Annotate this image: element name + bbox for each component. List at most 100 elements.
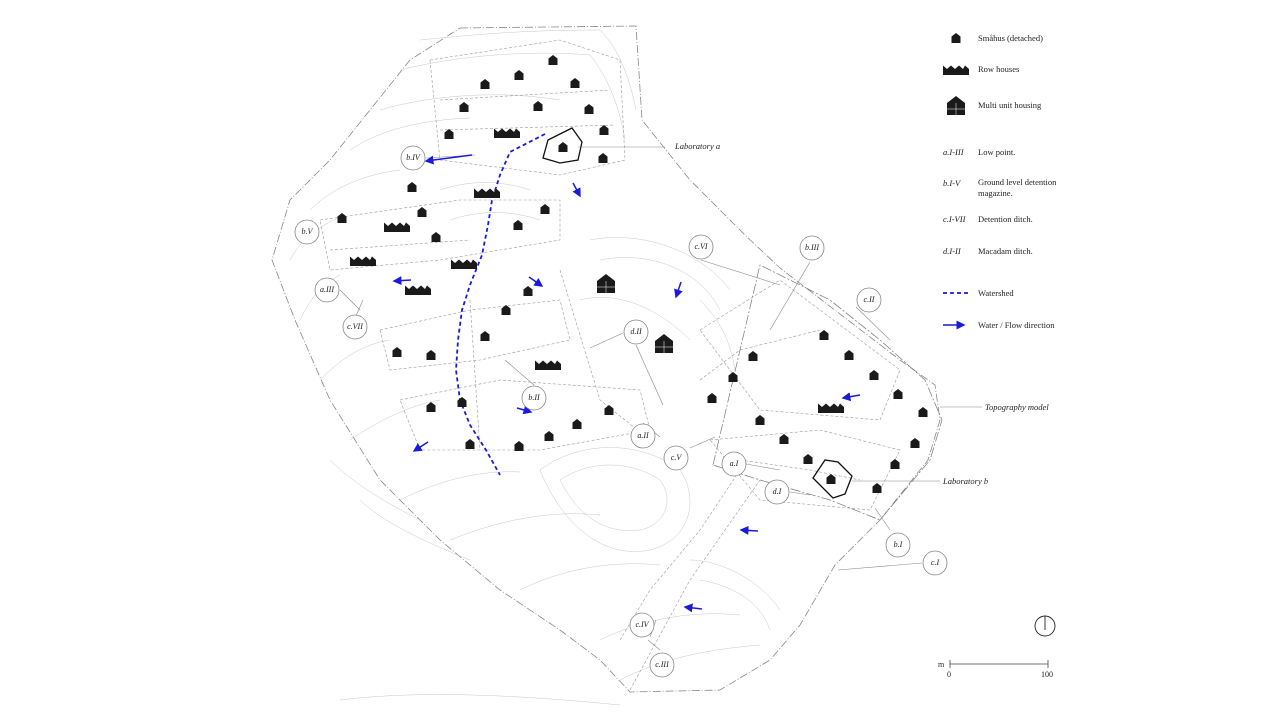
house-icon bbox=[523, 286, 533, 296]
marker-c-iv: c.IV bbox=[635, 620, 649, 629]
house-icon bbox=[819, 330, 829, 340]
marker-b-iv: b.IV bbox=[406, 153, 420, 162]
flow-arrow bbox=[516, 405, 533, 415]
house-icon bbox=[544, 431, 554, 441]
house-icon bbox=[599, 125, 609, 135]
multi-unit-icon bbox=[596, 273, 616, 294]
scale-end: 100 bbox=[1041, 670, 1053, 679]
marker-c-v: c.V bbox=[670, 453, 682, 462]
legend-row-houses-label: Row houses bbox=[978, 64, 1020, 74]
house-icon bbox=[755, 415, 765, 425]
marker-a-ii: a.II bbox=[637, 431, 649, 440]
marker-c-vii: c.VII bbox=[347, 322, 363, 331]
row-houses-icon bbox=[405, 285, 431, 295]
house-icon bbox=[584, 104, 594, 114]
house-icon bbox=[570, 78, 580, 88]
house-icon bbox=[407, 182, 417, 192]
legend-multi-unit-label: Multi unit housing bbox=[978, 100, 1042, 110]
legend-low-point-label: Low point. bbox=[978, 147, 1016, 157]
marker-b-ii: b.II bbox=[528, 393, 540, 402]
legend-flow-label: Water / Flow direction bbox=[978, 320, 1055, 330]
house-icon bbox=[604, 405, 614, 415]
flow-arrow bbox=[528, 276, 544, 287]
house-icon bbox=[872, 483, 882, 493]
house-icon bbox=[426, 402, 436, 412]
marker-b-i: b.I bbox=[893, 540, 903, 549]
row-houses-icon bbox=[818, 403, 844, 413]
flow-arrow bbox=[683, 603, 703, 613]
house-icon bbox=[844, 350, 854, 360]
house-icon bbox=[417, 207, 427, 217]
house-icon bbox=[431, 232, 441, 242]
flow-arrow bbox=[674, 281, 683, 299]
north-arrow-icon bbox=[1034, 615, 1056, 637]
house-icon bbox=[890, 459, 900, 469]
legend-code-d: d.I-II bbox=[943, 246, 961, 256]
multi-unit-icon bbox=[654, 333, 674, 354]
house-icon bbox=[918, 407, 928, 417]
legend-watershed-label: Watershed bbox=[978, 288, 1014, 298]
laboratory-a-outline bbox=[542, 127, 583, 164]
house-icon bbox=[426, 350, 436, 360]
marker-c-ii: c.II bbox=[863, 295, 875, 304]
marker-d-i: d.I bbox=[772, 487, 782, 496]
house-icon bbox=[951, 33, 961, 43]
marker-a-iii: a.III bbox=[320, 285, 334, 294]
house-icon bbox=[728, 372, 738, 382]
contour-lines bbox=[289, 29, 781, 706]
house-icon bbox=[826, 474, 836, 484]
marker-a-i: a.I bbox=[729, 459, 739, 468]
legend-symbols bbox=[943, 33, 970, 330]
marker-circles bbox=[294, 145, 948, 678]
row-houses-icon bbox=[451, 259, 477, 269]
flow-arrow bbox=[412, 441, 429, 452]
flow-arrow bbox=[424, 154, 473, 165]
marker-b-iii: b.III bbox=[805, 243, 819, 252]
legend-macadam-ditch-label: Macadam ditch. bbox=[978, 246, 1033, 256]
house-icon bbox=[748, 351, 758, 361]
house-icon bbox=[480, 331, 490, 341]
watershed-line bbox=[455, 133, 546, 476]
house-icon bbox=[457, 397, 467, 407]
flow-arrow bbox=[392, 276, 412, 286]
house-icon bbox=[707, 393, 717, 403]
marker-c-i: c.I bbox=[930, 558, 940, 567]
legend-detention-magazine-label: Ground level detention magazine. bbox=[978, 177, 1057, 198]
house-icon bbox=[514, 441, 524, 451]
detached-houses bbox=[337, 55, 928, 493]
site-boundary bbox=[271, 25, 941, 693]
flow-arrows bbox=[392, 154, 861, 613]
marker-c-vi: c.VI bbox=[694, 242, 708, 251]
house-icon bbox=[514, 70, 524, 80]
scale-unit: m bbox=[938, 660, 945, 669]
house-icon bbox=[337, 213, 347, 223]
house-icon bbox=[444, 129, 454, 139]
house-icon bbox=[480, 79, 490, 89]
road-edge bbox=[712, 264, 943, 521]
legend-detention-ditch-label: Detention ditch. bbox=[978, 214, 1033, 224]
house-icon bbox=[779, 434, 789, 444]
marker-b-v: b.V bbox=[301, 227, 313, 236]
leader-lines bbox=[339, 146, 982, 651]
marker-d-ii: d.II bbox=[630, 327, 642, 336]
house-icon bbox=[893, 389, 903, 399]
row-houses-icon bbox=[384, 222, 410, 232]
legend-detached-label: Småhus (detached) bbox=[978, 33, 1043, 43]
house-icon bbox=[392, 347, 402, 357]
legend-code-b: b.I-V bbox=[943, 178, 961, 188]
laboratory-b-outline bbox=[812, 459, 853, 499]
house-icon bbox=[558, 142, 568, 152]
house-icon bbox=[598, 153, 608, 163]
flow-arrow bbox=[572, 182, 581, 198]
topography-model-label: Topography model bbox=[985, 402, 1049, 412]
row-houses-icon bbox=[350, 256, 376, 266]
flow-arrow bbox=[841, 392, 861, 402]
house-icon bbox=[459, 102, 469, 112]
legend-code-c: c.I-VII bbox=[943, 214, 966, 224]
row-houses-icon bbox=[943, 65, 969, 75]
house-icon bbox=[548, 55, 558, 65]
house-icon bbox=[513, 220, 523, 230]
house-icon bbox=[869, 370, 879, 380]
laboratory-a-label: Laboratory a bbox=[675, 141, 721, 151]
